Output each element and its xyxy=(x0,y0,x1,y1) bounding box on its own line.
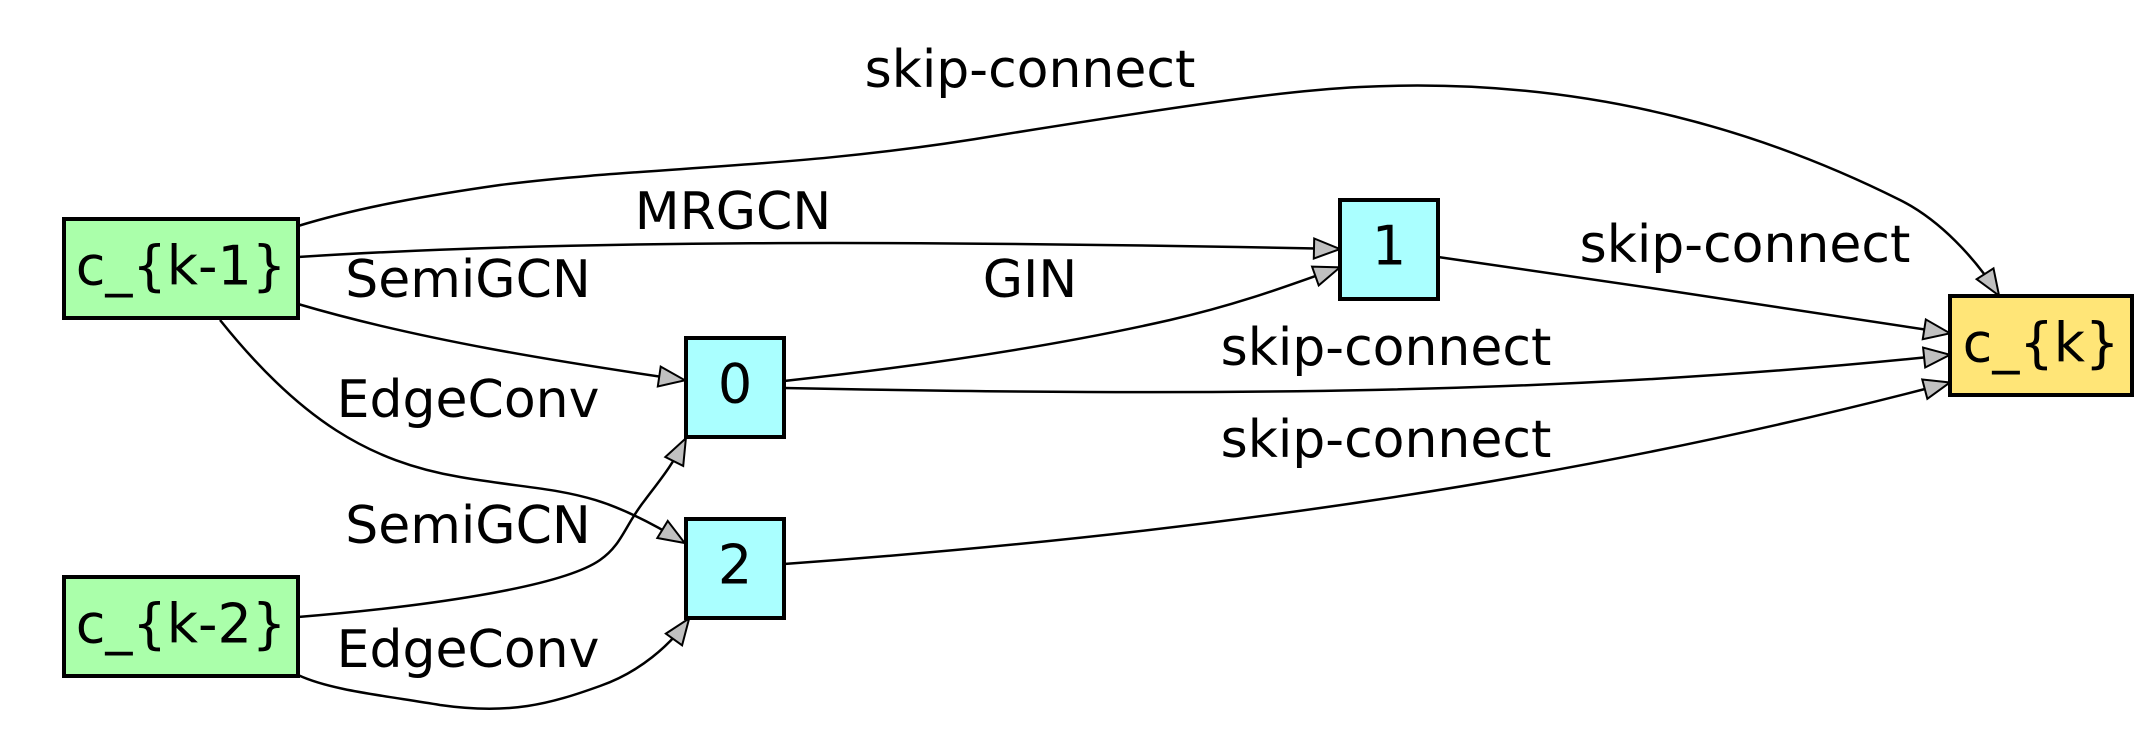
edge-label-edgeconv-bottom: EdgeConv xyxy=(337,620,600,680)
edge-n2-to-ck xyxy=(783,378,1953,566)
edge-ck2-to-n0 xyxy=(297,435,688,619)
node-c-k-2-label: c_{k-2} xyxy=(76,593,287,656)
edge-label-skip-connect-n0: skip-connect xyxy=(1221,318,1552,378)
node-1-label: 1 xyxy=(1372,215,1406,278)
edge-ck1-to-n1 xyxy=(297,237,1343,260)
edge-label-semigcn-top: SemiGCN xyxy=(345,250,591,310)
edge-label-skip-connect-n1: skip-connect xyxy=(1580,215,1911,275)
edge-label-skip-connect-n2: skip-connect xyxy=(1221,410,1552,470)
edge-label-semigcn-bottom: SemiGCN xyxy=(345,496,591,556)
edge-label-skip-connect-top: skip-connect xyxy=(865,40,1196,100)
node-c-k-2: c_{k-2} xyxy=(62,575,300,678)
edge-label-edgeconv-top: EdgeConv xyxy=(337,370,600,430)
node-0-label: 0 xyxy=(718,353,752,416)
edge-n0-to-ck xyxy=(783,346,1953,394)
node-c-k: c_{k} xyxy=(1948,294,2134,397)
edge-ck1-to-n0 xyxy=(297,302,688,388)
node-c-k-1-box xyxy=(62,217,300,320)
node-c-k-label: c_{k} xyxy=(1963,312,2120,375)
edge-label-gin: GIN xyxy=(983,250,1078,310)
node-2-label: 2 xyxy=(718,534,752,597)
node-1-box xyxy=(1338,198,1440,301)
edge-ck2-to-n2 xyxy=(297,616,691,710)
node-2-box xyxy=(684,517,786,620)
edges: skip-connect MRGCN SemiGCN EdgeConv Semi… xyxy=(219,40,2001,710)
node-c-k-2-box xyxy=(62,575,300,678)
node-c-k-box xyxy=(1948,294,2134,397)
edge-n0-to-n1 xyxy=(783,265,1343,383)
node-0: 0 xyxy=(684,336,786,439)
edge-n1-to-ck xyxy=(1437,255,1953,341)
node-1: 1 xyxy=(1338,198,1440,301)
node-0-box xyxy=(684,336,786,439)
node-c-k-1-label: c_{k-1} xyxy=(76,235,287,298)
edge-ck1-to-n2 xyxy=(219,319,688,545)
node-2: 2 xyxy=(684,517,786,620)
edge-label-mrgcn: MRGCN xyxy=(635,182,832,242)
edge-ck1-to-ck xyxy=(297,84,2001,299)
node-c-k-1: c_{k-1} xyxy=(62,217,300,320)
nodes: c_{k-1} c_{k-2} 0 1 2 c_{k} xyxy=(62,198,2134,678)
